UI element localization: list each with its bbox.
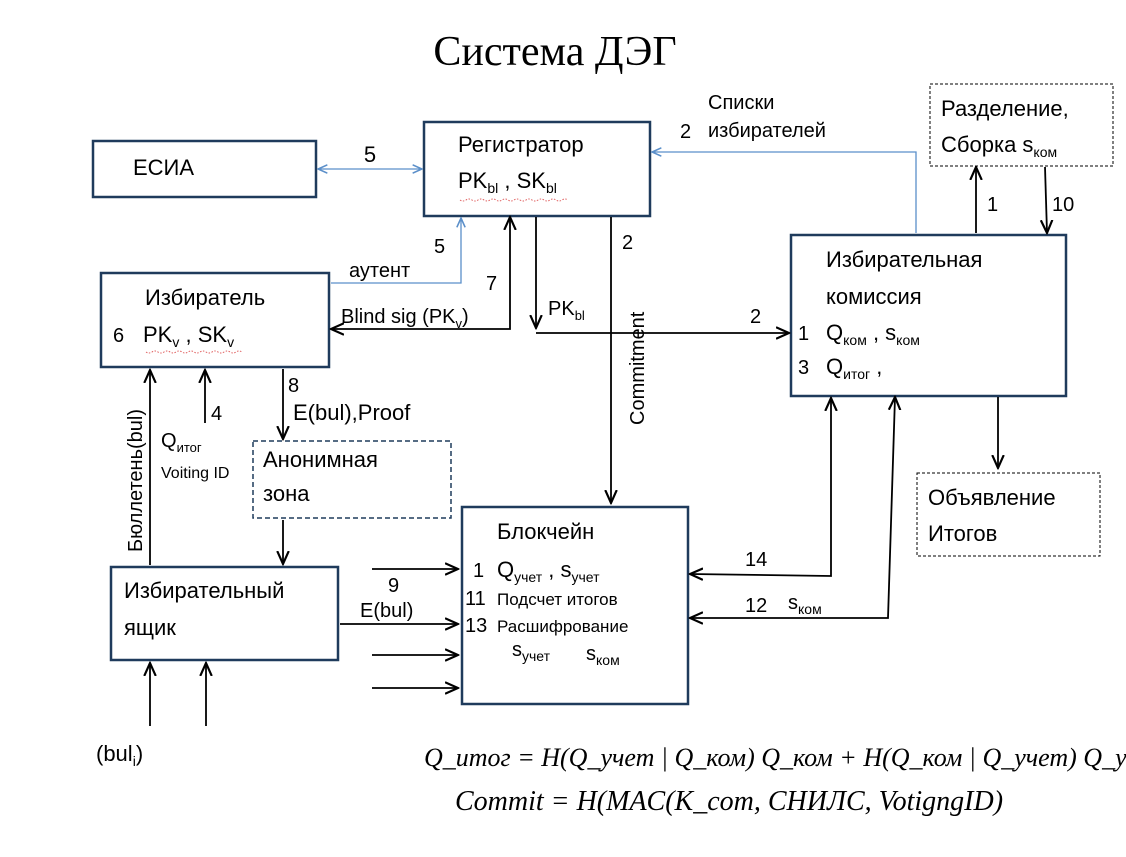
commission-row3-num: 3: [798, 357, 809, 379]
ballot-box-box: [109, 565, 340, 662]
voter-label: Избиратель: [145, 285, 265, 310]
edge-split-commission-num: 10: [1052, 194, 1074, 216]
spellcheck-underline: [459, 198, 569, 202]
edge-esia-registrar-label: 5: [364, 142, 376, 167]
ballot-box-line1: Избирательный: [124, 578, 284, 603]
edge-q-total-voting-id: Voiting ID: [161, 465, 229, 482]
formula-q-total: Q_итог = H(Q_учет | Q_ком) Q_ком + H(Q_к…: [424, 743, 1126, 772]
blockchain-s-kom: sком: [586, 643, 620, 668]
anon-line1: Анонимная: [263, 447, 378, 472]
edge-ebul-proof-num: 8: [288, 375, 299, 397]
registrar-keys: PKbl , SKbl: [458, 168, 557, 196]
edge-blind-sig-num: 7: [486, 273, 497, 295]
edge-pkbl-num: 2: [750, 306, 761, 328]
edge-auth-num: 5: [434, 236, 445, 258]
blockchain-label: Блокчейн: [497, 519, 594, 544]
esia-label: ЕСИА: [133, 155, 194, 180]
ballot-box-line2: ящик: [124, 615, 176, 640]
commission-label-1: Избирательная: [826, 247, 982, 272]
esia-box: [91, 139, 318, 199]
split-line2: Сборка sком: [941, 132, 1057, 160]
edge-blockchain-commission-num: 14: [745, 549, 767, 571]
edge-blind-sig: [331, 217, 510, 329]
results-box: [916, 472, 1101, 557]
edge-s-kom-label: sком: [788, 592, 822, 617]
edge-voter-lists-num: 2: [680, 121, 691, 143]
blockchain-row1: Qучет , sучет: [497, 557, 600, 585]
formula-commit: Commit = H(MAC(K_com, СНИЛС, VotigngID): [455, 786, 1003, 817]
results-line2: Итогов: [928, 521, 997, 546]
commission-row1: Qком , sком: [826, 320, 920, 348]
blockchain-s-uchet: sучет: [512, 639, 551, 664]
edge-s-kom: [690, 397, 895, 618]
edge-commitment-label: Commitment: [627, 311, 649, 425]
blockchain-row13-text: Расшифрование: [497, 617, 628, 636]
edge-split-commission: [1045, 166, 1047, 233]
edge-blind-sig-label: Blind sig (PKv): [341, 306, 469, 331]
edge-commitment-num: 2: [622, 232, 633, 254]
anonymous-zone-box: [252, 440, 452, 519]
edge-bul-in-label: (buli): [96, 741, 143, 769]
split-line1: Разделение,: [941, 96, 1069, 121]
commission-label-2: комиссия: [826, 284, 922, 309]
edge-bulletin-label: Бюллетень(bul): [125, 409, 147, 552]
anon-line2: зона: [263, 481, 310, 506]
edge-auth-label: аутент: [349, 260, 410, 282]
blockchain-row11-num: 11: [465, 588, 486, 610]
commission-row1-num: 1: [798, 323, 809, 345]
edge-voter-lists-line1: Списки: [708, 92, 774, 114]
voter-keys: PKv , SKv: [143, 322, 234, 350]
edge-s-kom-num: 12: [745, 595, 767, 617]
results-line1: Объявление: [928, 485, 1056, 510]
edge-q-total-num: 4: [211, 403, 222, 425]
blockchain-row11-text: Подсчет итогов: [497, 590, 618, 609]
edge-ebul-proof-label: E(bul),Proof: [293, 400, 411, 425]
registrar-label: Регистратор: [458, 132, 584, 157]
edge-ebul-num: 9: [388, 575, 399, 597]
blockchain-row13-num: 13: [465, 615, 487, 637]
edge-commission-split-num: 1: [987, 194, 998, 216]
commission-box: [789, 233, 1068, 398]
edge-pkbl-label: PKbl: [548, 298, 585, 323]
spellcheck-underline: [145, 350, 243, 354]
edge-voter-lists: [652, 152, 917, 233]
blockchain-row1-num: 1: [473, 560, 484, 582]
edge-voter-lists-line2: избирателей: [708, 120, 826, 142]
split-box: [929, 83, 1114, 167]
voter-num: 6: [113, 325, 124, 347]
commission-row3: Qитог ,: [826, 354, 882, 382]
edge-q-total-q: Qитог: [161, 430, 202, 455]
page-title: Система ДЭГ: [433, 29, 676, 75]
blockchain-box: [460, 505, 690, 706]
edge-ebul-label: E(bul): [360, 600, 413, 622]
